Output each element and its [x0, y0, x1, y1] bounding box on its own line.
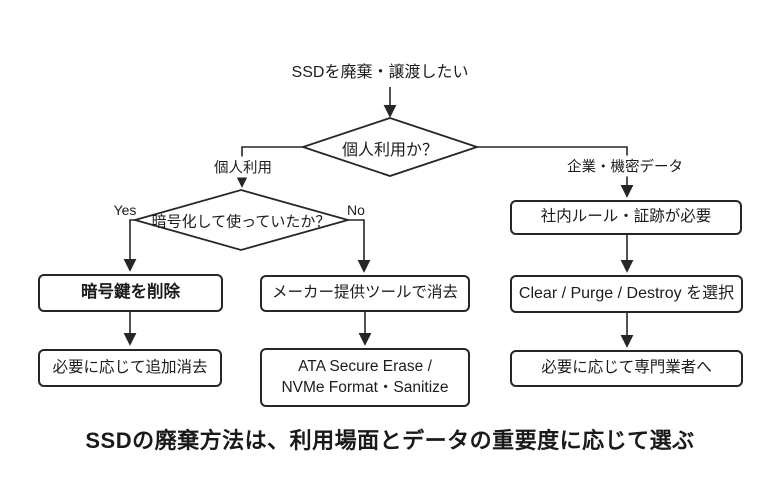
decision-encrypted-label: 暗号化して使っていたか？ — [151, 213, 331, 231]
box-clear-purge-destroy: Clear / Purge / Destroy を選択 — [510, 275, 743, 313]
connector-no-branch — [348, 219, 371, 273]
connector-yes-branch — [123, 219, 137, 272]
box-vendor-tool-erase: メーカー提供ツールで消去 — [260, 275, 470, 312]
box-delete-encryption-key: 暗号鍵を削除 — [38, 274, 223, 312]
box-additional-erase-label: 必要に応じて追加消去 — [52, 358, 208, 376]
box-delete-encryption-key-label: 暗号鍵を削除 — [81, 283, 180, 302]
box-company-rules: 社内ルール・証跡が必要 — [510, 200, 742, 235]
edge-label-no: No — [347, 202, 365, 218]
box-additional-erase: 必要に応じて追加消去 — [38, 349, 222, 387]
decision-usage-label: 個人利用か？ — [341, 142, 439, 159]
box-ata-secure-erase: ATA Secure Erase / NVMe Format・Sanitize — [260, 348, 470, 407]
decision-usage-diamond — [300, 117, 480, 177]
box-company-rules-label: 社内ルール・証跡が必要 — [540, 208, 712, 226]
edge-label-corporate: 企業・機密データ — [564, 155, 686, 177]
box-ata-secure-erase-line1: ATA Secure Erase / — [298, 358, 432, 376]
box-vendor-tool-erase-label: メーカー提供ツールで消去 — [271, 284, 458, 302]
box-specialist-label: 必要に応じて専門業者へ — [541, 359, 712, 377]
box-specialist: 必要に応じて専門業者へ — [510, 350, 743, 387]
edge-label-personal: 個人利用 — [211, 156, 275, 178]
box-clear-purge-destroy-label: Clear / Purge / Destroy を選択 — [518, 284, 735, 302]
diagram-caption: SSDの廃棄方法は、利用場面とデータの重要度に応じて選ぶ — [85, 428, 695, 453]
edge-label-yes: Yes — [113, 202, 137, 218]
box-ata-secure-erase-line2: NVMe Format・Sanitize — [281, 378, 449, 396]
start-label: SSDを廃棄・譲渡したい — [291, 64, 469, 81]
connector-corporate-branch — [477, 146, 634, 198]
decision-encrypted-diamond — [131, 189, 352, 251]
